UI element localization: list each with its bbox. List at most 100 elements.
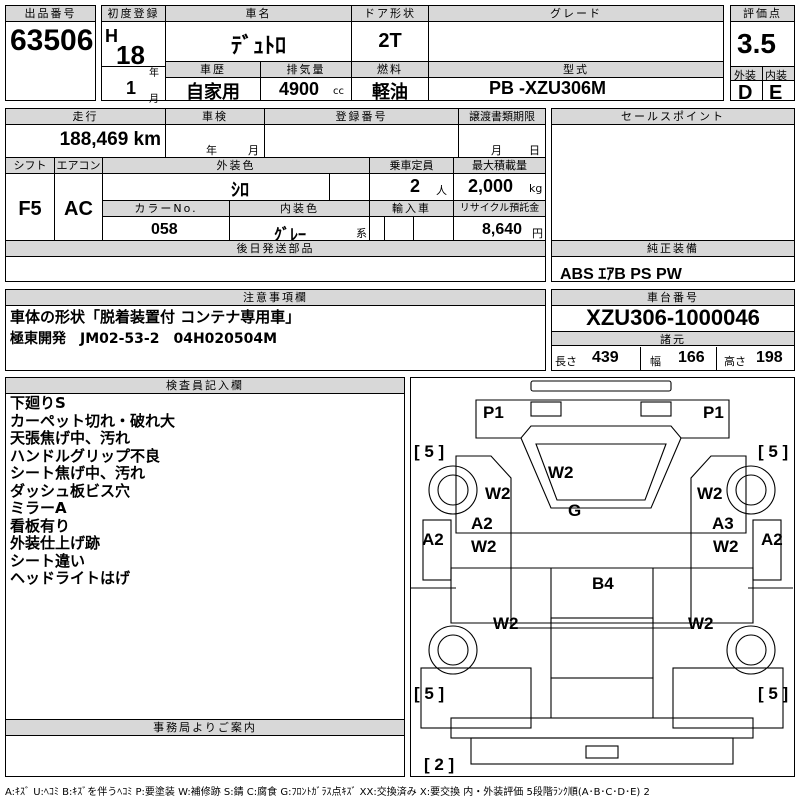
color-no-box: カラーNo. 058 <box>102 200 230 241</box>
score-value: 3.5 <box>737 28 776 59</box>
width-label: 幅 <box>650 355 661 368</box>
door-header: ドア形状 <box>352 6 428 22</box>
color-no-header: カラーNo. <box>103 201 229 217</box>
transfer-day-unit: 日 <box>529 144 540 157</box>
height-label: 高さ <box>724 355 746 368</box>
fuel-value: 軽油 <box>372 82 408 102</box>
import-box: 輸入車 <box>369 200 454 241</box>
divider <box>101 66 166 67</box>
label-5-bl: [ 5 ] <box>414 684 445 703</box>
windshield-outline <box>520 437 682 509</box>
inspector-notes: 下廻りS カーペット切れ・破れ大 天張焦げ中、汚れ ハンドルグリップ不良 シート… <box>10 394 175 588</box>
label-w2-right-rear: W2 <box>688 614 714 633</box>
model-header: 型式 <box>429 62 723 78</box>
later-parts-header: 後日発送部品 <box>6 241 545 257</box>
ext-color-value: ｼﾛ <box>231 180 249 200</box>
mileage-header: 走行 <box>6 109 165 125</box>
import-header: 輸入車 <box>370 201 453 217</box>
inspection-year-unit: 年 <box>206 144 217 157</box>
divider <box>716 347 717 371</box>
ac-header: エアコン <box>55 158 102 174</box>
score-box: 評価点 3.5 外装 内装 D E <box>730 5 795 104</box>
headlight-left <box>530 401 562 417</box>
label-b4: B4 <box>592 574 614 593</box>
shift-header: シフト <box>6 158 54 174</box>
office-box: 事務局よりご案内 <box>5 719 405 777</box>
mileage-box: 走行 188,469 km <box>5 108 166 158</box>
int-color-box: 内装色 ｸﾞﾚｰ 系 <box>229 200 370 244</box>
divider <box>762 66 763 101</box>
label-a2-left-inner: A2 <box>471 514 493 533</box>
notes-line1: 車体の形状「脱着装置付 コンテナ専用車」 <box>10 308 301 326</box>
int-color-header: 内装色 <box>230 201 369 217</box>
int-color-suffix: 系 <box>356 227 367 240</box>
first-reg-year-unit: 年 <box>149 68 159 79</box>
capacity-header: 乗車定員 <box>370 158 453 174</box>
divider <box>640 347 641 371</box>
capacity-value: 2 <box>410 176 421 196</box>
rear-bumper-outline <box>470 737 734 765</box>
vehicle-diagram: P1 P1 [ 5 ] [ 5 ] W2 W2 W2 G A2 A3 A2 A2… <box>410 377 795 777</box>
later-parts-box: 後日発送部品 <box>5 240 546 282</box>
car-name-value: ﾃﾞｭﾄﾛ <box>230 33 286 58</box>
inspector-line: シート焦げ中、汚れ <box>10 464 146 482</box>
front-left-wheel <box>428 465 478 515</box>
model-value: PB -XZU306M <box>489 78 607 98</box>
label-w2-windshield: W2 <box>548 463 574 482</box>
height-value: 198 <box>756 349 783 366</box>
label-p1-right: P1 <box>703 403 724 422</box>
divider <box>413 216 414 241</box>
length-value: 439 <box>592 349 619 366</box>
office-header: 事務局よりご案内 <box>6 720 404 736</box>
inspector-line: 外装仕上げ跡 <box>10 534 101 552</box>
door-value: 2T <box>378 30 402 52</box>
capacity-unit: 人 <box>436 184 447 197</box>
notes-line2: 極東開発 JM02-53-2 04H020504M <box>10 331 278 347</box>
grade-header: グレード <box>429 6 723 22</box>
inspection-box: 車検 年 月 <box>165 108 265 158</box>
inspector-line: 看板有り <box>10 516 71 535</box>
int-color-value: ｸﾞﾚｰ <box>274 227 307 244</box>
legend: A:ｷｽﾞ U:ﾍｺﾐ B:ｷｽﾞを伴うﾍｺﾐ P:要塗装 W:補修跡 S:錆 … <box>5 787 650 798</box>
lot-header: 出品番号 <box>6 6 95 22</box>
genuine-box: 純正装備 ABS ｴｱB PS PW <box>551 240 795 283</box>
max-load-header: 最大積載量 <box>454 158 545 174</box>
label-a3-right-inner: A3 <box>712 514 734 533</box>
chassis-value: XZU306-1000046 <box>586 305 760 330</box>
label-a2-left-side: A2 <box>422 530 444 549</box>
front-right-wheel <box>726 465 776 515</box>
model-box: 型式 PB -XZU306M <box>428 61 724 101</box>
fuel-header: 燃料 <box>352 62 428 78</box>
recycle-box: リサイクル預託金 8,640 円 <box>453 200 546 241</box>
lot-box: 出品番号 63506 <box>5 5 96 101</box>
label-w2-left-rear: W2 <box>493 614 519 633</box>
inspector-line: ミラーA <box>10 499 67 517</box>
divider <box>384 216 385 241</box>
int-score: E <box>769 82 783 104</box>
truck-outline-svg <box>411 380 793 765</box>
reg-no-box: 登録番号 <box>264 108 459 158</box>
notes-header: 注意事項欄 <box>6 290 545 306</box>
inspector-line: 天張焦げ中、汚れ <box>10 429 131 447</box>
car-name-header: 車名 <box>166 6 351 22</box>
inspection-header: 車検 <box>166 109 264 125</box>
label-5-tr: [ 5 ] <box>758 442 789 461</box>
first-reg-box: 初度登録 H 18 年 1 月 <box>101 5 166 105</box>
ext-color-header: 外装色 <box>103 158 369 174</box>
mileage-value: 188,469 km <box>59 129 161 150</box>
rear-right-fender <box>672 667 784 729</box>
frame-outline <box>510 532 692 629</box>
rear-left-wheel <box>428 625 478 675</box>
rear-left-fender <box>420 667 532 729</box>
chassis-box: 車台番号 XZU306-1000046 諸元 長さ 439 幅 166 高さ 1… <box>551 289 795 371</box>
max-load-value: 2,000 <box>468 176 514 196</box>
recycle-unit: 円 <box>532 227 543 240</box>
spec-header: 諸元 <box>552 331 794 346</box>
history-header: 車歴 <box>166 62 260 78</box>
shift-box: シフト F5 <box>5 157 55 241</box>
inspection-month-unit: 月 <box>248 144 259 157</box>
inspector-line: シート違い <box>10 551 86 570</box>
front-bumper-outline <box>530 380 672 392</box>
ac-box: エアコン AC <box>54 157 103 241</box>
inspector-box: 検査員記入欄 下廻りS カーペット切れ・破れ大 天張焦げ中、汚れ ハンドルグリッ… <box>5 377 405 720</box>
